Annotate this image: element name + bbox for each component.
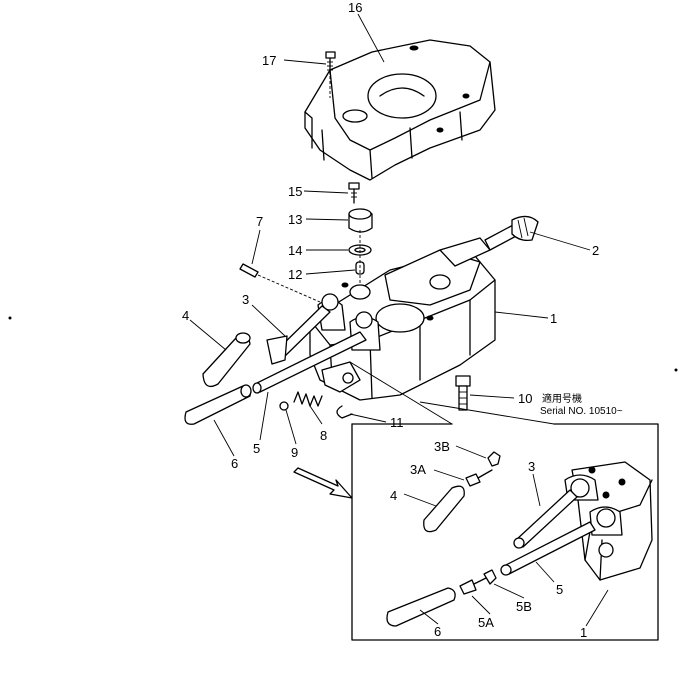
bolt-part-10 — [455, 375, 471, 411]
callout-7: 7 — [256, 214, 263, 229]
grip-part-4 — [202, 332, 251, 388]
grip-part-6 — [184, 384, 252, 425]
lever-part-2 — [439, 215, 539, 267]
inset-callout-3: 3 — [528, 459, 535, 474]
inset-callout-3A: 3A — [410, 462, 426, 477]
callout-11: 11 — [390, 415, 404, 430]
bolt-part-15 — [348, 182, 360, 204]
lever-part-5 — [252, 331, 367, 394]
callout-3: 3 — [242, 292, 249, 307]
callout-10: 10 — [518, 391, 532, 406]
serial-number-note: Serial NO. 10510~ — [540, 406, 623, 417]
inset-callout-5A: 5A — [478, 615, 494, 630]
inset-callout-5: 5 — [556, 582, 563, 597]
inset-callout-6: 6 — [434, 624, 441, 639]
applicability-note-japanese: 適用号機 — [542, 392, 582, 405]
ball-part-9 — [279, 401, 289, 411]
valve-body-part-1 — [309, 249, 496, 401]
knob-part-13 — [348, 208, 373, 233]
callout-1: 1 — [550, 311, 557, 326]
callout-13: 13 — [288, 212, 302, 227]
bolt-part-17 — [325, 51, 336, 98]
inset-callout-4: 4 — [390, 488, 397, 503]
callout-labels: 16 17 15 13 14 12 7 2 1 4 3 10 11 8 9 5 … — [182, 0, 623, 640]
lever-part-3 — [266, 305, 331, 365]
cover-part-16 — [304, 39, 496, 181]
leader-lines — [189, 13, 609, 627]
callout-14: 14 — [288, 243, 302, 258]
callout-6: 6 — [231, 456, 238, 471]
callout-17: 17 — [262, 53, 276, 68]
arrow-to-inset — [293, 467, 353, 499]
callout-5: 5 — [253, 441, 260, 456]
callout-15: 15 — [288, 184, 302, 199]
callout-4: 4 — [182, 308, 189, 323]
pin-part-7 — [239, 263, 321, 303]
callout-16: 16 — [348, 0, 362, 15]
inset-detail-box — [351, 423, 659, 641]
clip-part-11 — [336, 405, 353, 419]
callout-12: 12 — [288, 267, 302, 282]
inset-callout-5B: 5B — [516, 599, 532, 614]
callout-9: 9 — [291, 445, 298, 460]
callout-8: 8 — [320, 428, 327, 443]
inset-callout-3B: 3B — [434, 439, 450, 454]
callout-2: 2 — [592, 243, 599, 258]
spring-part-8 — [293, 391, 323, 407]
inset-callout-1: 1 — [580, 625, 587, 640]
